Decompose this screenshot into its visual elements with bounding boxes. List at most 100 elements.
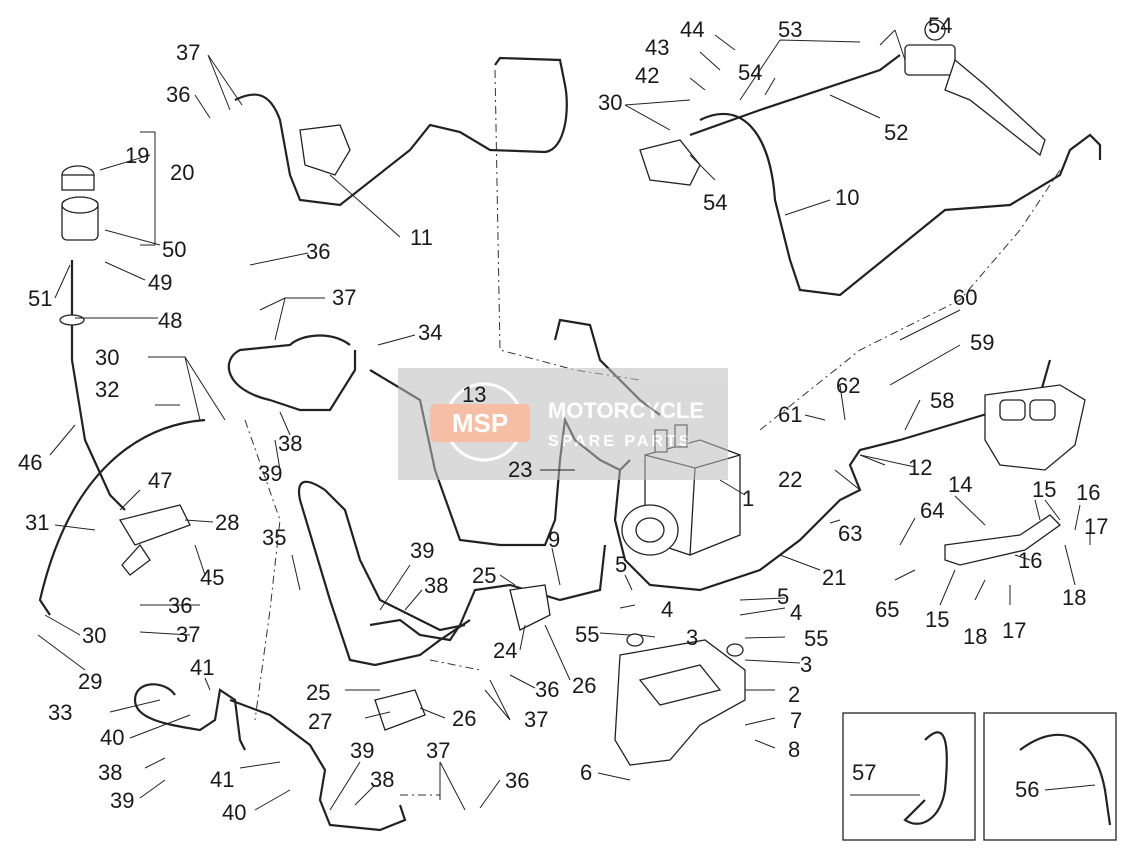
label-30a: 30: [95, 345, 119, 370]
label-39d: 39: [350, 738, 374, 763]
brake-hose-46: [70, 260, 126, 511]
label-12: 12: [908, 455, 932, 480]
label-36d: 36: [535, 677, 559, 702]
label-55a: 55: [575, 622, 599, 647]
label-19: 19: [125, 143, 149, 168]
label-45: 45: [200, 565, 224, 590]
label-1: 1: [742, 486, 754, 511]
label-11: 11: [410, 225, 433, 250]
label-10: 10: [835, 185, 859, 210]
label-34: 34: [418, 320, 442, 345]
label-4a: 4: [661, 597, 673, 622]
hose-clamp-48: [59, 314, 85, 326]
label-44: 44: [680, 17, 704, 42]
label-38a: 38: [278, 431, 302, 456]
label-36b: 36: [306, 239, 330, 264]
bracket-27: [374, 689, 426, 731]
watermark-logo-text: MSP: [452, 408, 508, 438]
brake-hose-loop-a: [227, 334, 357, 412]
label-36e: 36: [505, 768, 529, 793]
label-60: 60: [953, 285, 977, 310]
brake-hose-31: [38, 418, 206, 616]
label-18a: 18: [963, 624, 987, 649]
label-64: 64: [920, 498, 944, 523]
label-59: 59: [970, 330, 994, 355]
label-20: 20: [170, 160, 194, 185]
master-cylinder-body: [904, 44, 956, 76]
part-labels: 1 2 3 3 4 4 5 5 6 7 8 9 10 11 12 13 14 1…: [18, 13, 1108, 825]
label-36c: 36: [168, 593, 192, 618]
brake-hose-10: [699, 112, 1102, 297]
label-37e: 37: [426, 738, 450, 763]
label-53: 53: [778, 17, 802, 42]
label-38d: 38: [370, 767, 394, 792]
label-51: 51: [28, 286, 52, 311]
label-41a: 41: [190, 655, 214, 680]
label-41b: 41: [210, 767, 234, 792]
label-18b: 18: [1062, 585, 1086, 610]
label-35: 35: [262, 525, 286, 550]
label-17b: 17: [1002, 618, 1026, 643]
label-25b: 25: [306, 680, 330, 705]
label-37c: 37: [176, 622, 200, 647]
label-40b: 40: [222, 800, 246, 825]
label-38c: 38: [98, 760, 122, 785]
brake-caliper: [984, 384, 1086, 471]
label-54a: 54: [928, 13, 952, 38]
label-56: 56: [1015, 777, 1039, 802]
label-16b: 16: [1018, 548, 1042, 573]
label-37d: 37: [524, 707, 548, 732]
label-3b: 3: [800, 652, 812, 677]
label-22: 22: [778, 467, 802, 492]
label-43: 43: [645, 35, 669, 60]
label-49: 49: [148, 270, 172, 295]
cable-tie-56: [1019, 733, 1112, 826]
label-33: 33: [48, 700, 72, 725]
label-48: 48: [158, 308, 182, 333]
label-39a: 39: [258, 461, 282, 486]
label-54b: 54: [738, 60, 762, 85]
label-4b: 4: [790, 600, 802, 625]
leader-lines: [37, 29, 1096, 811]
label-15b: 15: [925, 607, 949, 632]
msp-logo-badge: [430, 404, 530, 442]
label-30c: 30: [598, 90, 622, 115]
alignment-line-b: [759, 169, 1061, 431]
label-36a: 36: [166, 82, 190, 107]
label-5b: 5: [777, 584, 789, 609]
rear-master-cylinder: [118, 504, 191, 546]
distributor-valve: [639, 139, 701, 186]
alignment-line-a: [494, 69, 641, 381]
brake-hose-11: [234, 56, 568, 207]
label-2: 2: [788, 682, 800, 707]
reservoir-cap: [924, 19, 946, 41]
label-31: 31: [25, 510, 49, 535]
watermark: MSP MOTORCYCLE SPARE PARTS: [398, 368, 728, 480]
brake-hose-33: [133, 683, 246, 751]
brake-hose-centre-left: [297, 480, 471, 667]
label-55b: 55: [804, 626, 828, 651]
label-50: 50: [162, 237, 186, 262]
bracket-24: [509, 584, 551, 631]
label-5a: 5: [615, 552, 627, 577]
label-32: 32: [95, 377, 119, 402]
label-38b: 38: [424, 573, 448, 598]
label-6: 6: [580, 760, 592, 785]
watermark-line1: MOTORCYCLE: [548, 398, 704, 423]
brake-hose-bottom-loop: [229, 698, 407, 832]
label-46: 46: [18, 450, 42, 475]
abs-support: [614, 633, 746, 766]
reservoir-cap-ring: [61, 174, 95, 191]
label-14: 14: [948, 472, 972, 497]
brake-hose-centre-right: [324, 489, 466, 632]
brake-hose-9: [369, 544, 607, 642]
label-23: 23: [508, 457, 532, 482]
label-65: 65: [875, 597, 899, 622]
label-30b: 30: [82, 623, 106, 648]
label-13: 13: [462, 382, 486, 407]
label-63: 63: [838, 521, 862, 546]
label-52: 52: [884, 120, 908, 145]
brake-hose-52: [689, 54, 901, 137]
